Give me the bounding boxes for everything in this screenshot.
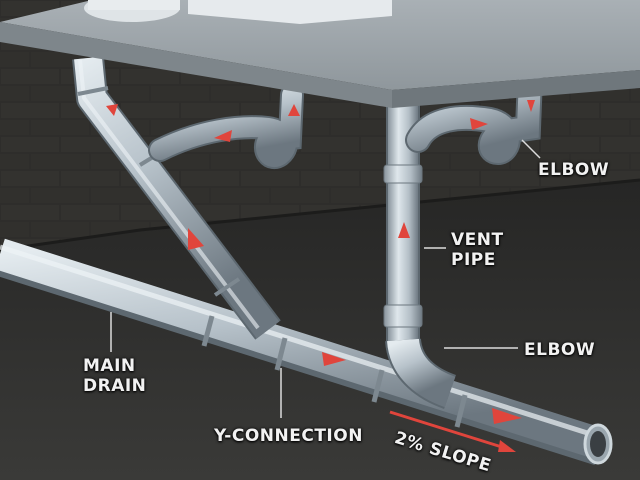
- flow-arrow: [106, 104, 118, 116]
- branch-pipe: [72, 56, 281, 340]
- label-y-connection-text: Y-CONNECTION: [214, 426, 363, 446]
- slope-arrow: [389, 410, 516, 452]
- label-elbow-top-text: ELBOW: [538, 160, 610, 180]
- label-main-drain-line2: DRAIN: [83, 376, 147, 396]
- label-y-connection: Y-CONNECTION: [214, 426, 363, 446]
- sink-trap-left: [148, 83, 304, 169]
- flow-arrow: [288, 104, 300, 116]
- label-vent-pipe-line2: PIPE: [451, 250, 496, 270]
- flow-arrow: [188, 228, 204, 250]
- label-vent-pipe-line1: VENT: [451, 230, 504, 250]
- label-vent-pipe: VENT PIPE: [451, 230, 504, 270]
- concrete-slab: [0, 0, 640, 108]
- label-main-drain-line1: MAIN: [83, 356, 136, 376]
- flow-arrow: [470, 118, 488, 130]
- flow-arrow: [492, 408, 522, 424]
- flow-arrow: [322, 352, 346, 366]
- label-elbow-bottom-text: ELBOW: [524, 340, 596, 360]
- flow-arrow: [398, 222, 410, 238]
- label-main-drain: MAIN DRAIN: [83, 356, 146, 396]
- flow-arrows: [106, 100, 535, 424]
- flow-arrow: [527, 100, 535, 112]
- label-elbow-bottom: ELBOW: [524, 340, 595, 360]
- flow-arrow: [214, 130, 232, 142]
- label-elbow-top: ELBOW: [538, 160, 609, 180]
- leader-lines: [110, 139, 541, 418]
- leader-line-elbow-top: [521, 139, 541, 159]
